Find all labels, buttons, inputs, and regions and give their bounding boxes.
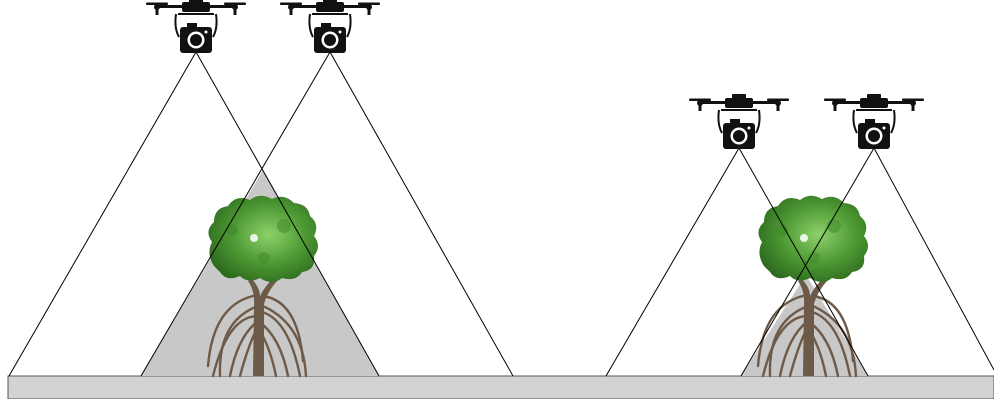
drone-camera-icon <box>280 0 380 53</box>
scenario-low-altitude <box>606 94 994 376</box>
scenario-high-altitude <box>9 0 513 376</box>
drone-camera-icon <box>146 0 246 53</box>
drone-camera-icon <box>824 94 924 149</box>
drone-camera-icon <box>689 94 789 149</box>
ground <box>8 376 994 399</box>
